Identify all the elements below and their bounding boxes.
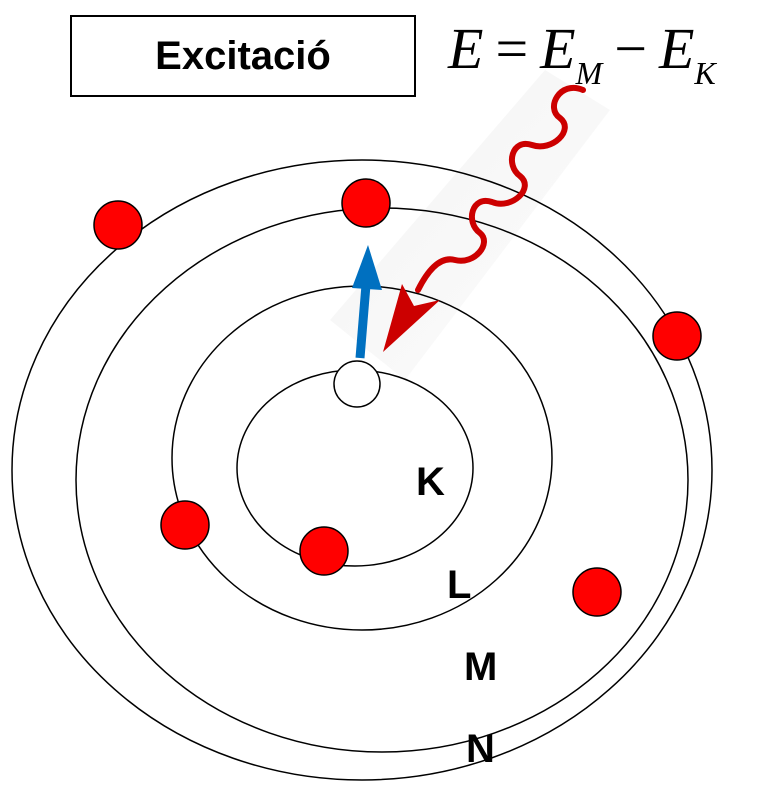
formula-term1: E <box>540 16 575 81</box>
energy-formula: E=EM−EK <box>448 4 716 94</box>
shell-label-k: K <box>416 462 445 502</box>
shell-label-l: L <box>447 565 471 605</box>
formula-term2: E <box>659 16 694 81</box>
formula-lhs: E <box>448 16 483 81</box>
electron <box>573 568 621 616</box>
orbit-n <box>12 160 712 780</box>
formula-equals: = <box>495 16 528 81</box>
title-box: Excitació <box>70 15 416 97</box>
shell-label-m: M <box>464 647 497 687</box>
formula-term1-sub: M <box>576 55 603 91</box>
formula-minus: − <box>614 16 647 81</box>
formula-term2-sub: K <box>694 55 715 91</box>
electron <box>300 527 348 575</box>
title-text: Excitació <box>155 34 331 79</box>
electron <box>342 179 390 227</box>
shell-label-n: N <box>466 729 495 769</box>
electron <box>653 312 701 360</box>
electron <box>161 501 209 549</box>
vacancy-hole <box>334 361 380 407</box>
electron <box>94 201 142 249</box>
